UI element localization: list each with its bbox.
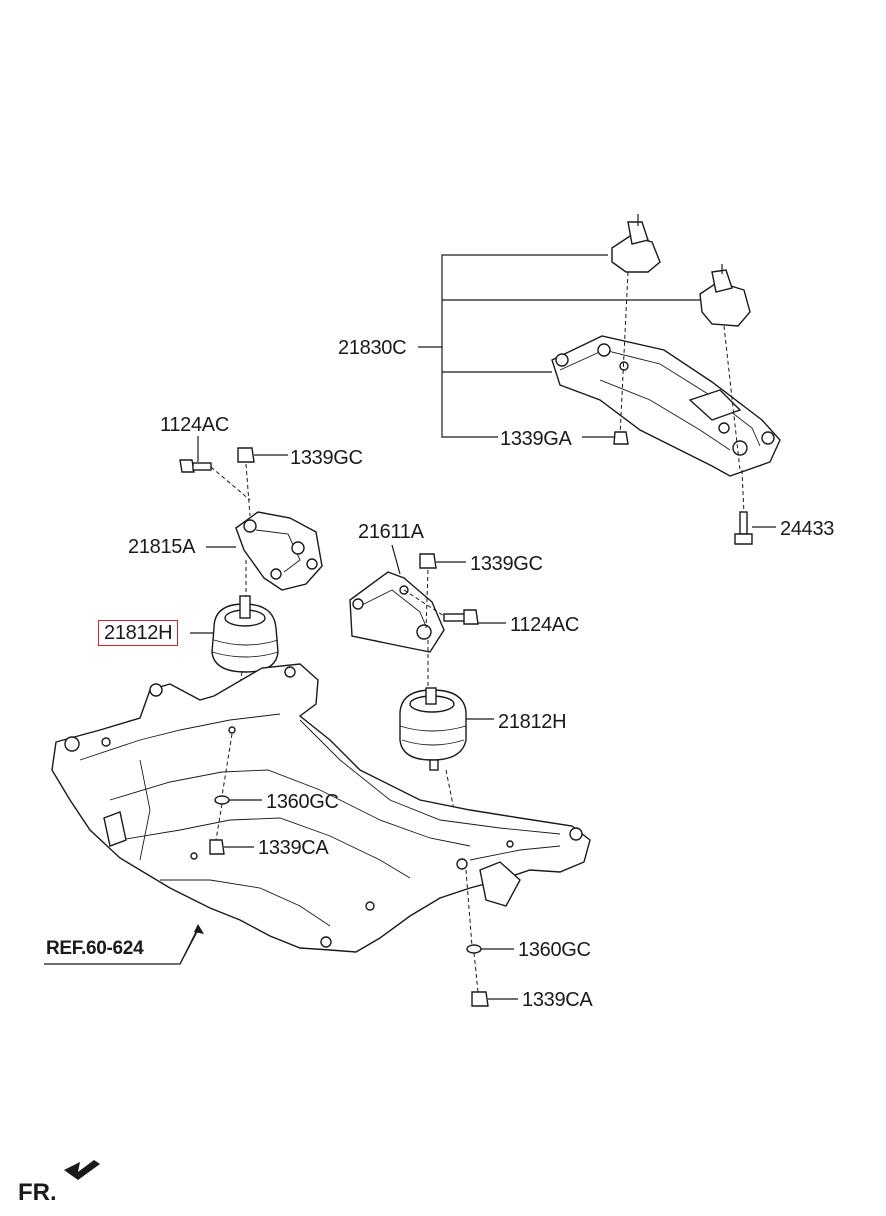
bolt-1124AC-left bbox=[179, 459, 212, 473]
engine-mount-insulator-right bbox=[399, 687, 467, 771]
callout-21611A[interactable]: 21611A bbox=[358, 521, 424, 543]
callout-1339CA-right[interactable]: 1339CA bbox=[522, 989, 593, 1011]
callout-1339GC-left[interactable]: 1339GC bbox=[290, 447, 363, 469]
callout-1339GC-right[interactable]: 1339GC bbox=[470, 553, 543, 575]
sub-frame bbox=[51, 663, 591, 953]
transmission-mount-lower bbox=[699, 264, 751, 327]
reference-label[interactable]: REF.60-624 bbox=[46, 938, 144, 959]
bolt-1124AC-right bbox=[443, 609, 479, 625]
callout-21815A[interactable]: 21815A bbox=[128, 536, 196, 558]
front-direction-label: FR. bbox=[18, 1179, 57, 1206]
callout-21812H-highlighted[interactable]: 21812H bbox=[98, 620, 179, 646]
callout-1339CA-left[interactable]: 1339CA bbox=[258, 837, 329, 859]
transmission-mount-upper bbox=[611, 214, 661, 273]
engine-mount-insulator-left bbox=[211, 595, 279, 673]
callout-1124AC-right[interactable]: 1124AC bbox=[510, 614, 579, 636]
engine-mount-bracket-21815A bbox=[235, 511, 323, 591]
engine-mount-bracket-21611A bbox=[349, 571, 445, 653]
callout-1360GC-left[interactable]: 1360GC bbox=[266, 791, 339, 813]
transmission-support-bracket bbox=[551, 335, 781, 477]
callout-24433[interactable]: 24433 bbox=[780, 518, 835, 540]
callout-1124AC-left[interactable]: 1124AC bbox=[160, 414, 229, 436]
bolt-24433 bbox=[734, 511, 776, 545]
callout-21830C[interactable]: 21830C bbox=[338, 337, 407, 359]
callout-1339GA[interactable]: 1339GA bbox=[500, 428, 572, 450]
front-direction-arrow bbox=[64, 1160, 100, 1180]
callout-21812H-right[interactable]: 21812H bbox=[498, 711, 567, 733]
callout-1360GC-right[interactable]: 1360GC bbox=[518, 939, 591, 961]
